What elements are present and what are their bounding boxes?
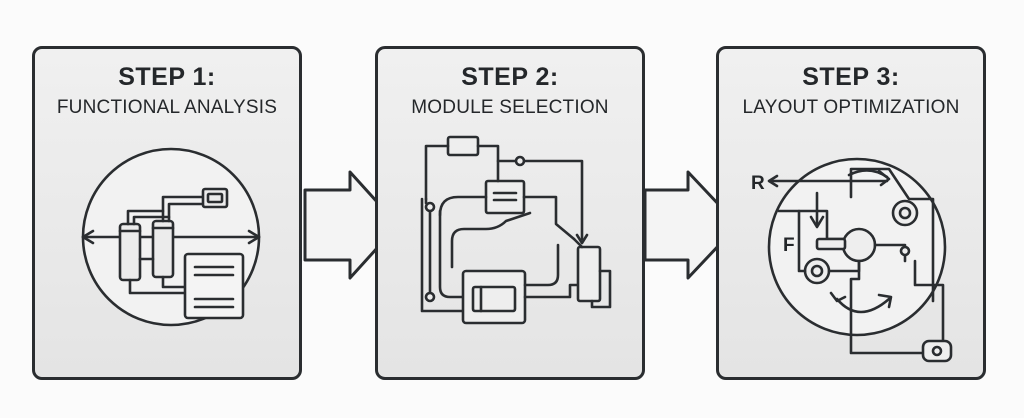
- f-label: F: [783, 235, 795, 256]
- r-label: R: [751, 173, 765, 194]
- arrow-step1-to-step2: [303, 170, 400, 280]
- functional-analysis-icon: [81, 147, 261, 327]
- step-3-title: STEP 3:: [802, 63, 900, 91]
- module-selection-icon: [420, 135, 612, 325]
- step-2-panel: STEP 2: MODULE SELECTION: [375, 46, 645, 380]
- step-3-subtitle: LAYOUT OPTIMIZATION: [742, 97, 960, 118]
- arrow-step2-to-step3: [643, 170, 740, 280]
- step-2-subtitle: MODULE SELECTION: [411, 97, 609, 118]
- step-2-title: STEP 2:: [461, 63, 559, 91]
- step-3-panel: STEP 3: LAYOUT OPTIMIZATION: [716, 46, 986, 380]
- step-1-title: STEP 1:: [118, 63, 216, 91]
- step-1-panel: STEP 1: FUNCTIONAL ANALYSIS: [32, 46, 302, 380]
- layout-optimization-icon: R F: [751, 157, 953, 363]
- step-1-subtitle: FUNCTIONAL ANALYSIS: [56, 97, 278, 118]
